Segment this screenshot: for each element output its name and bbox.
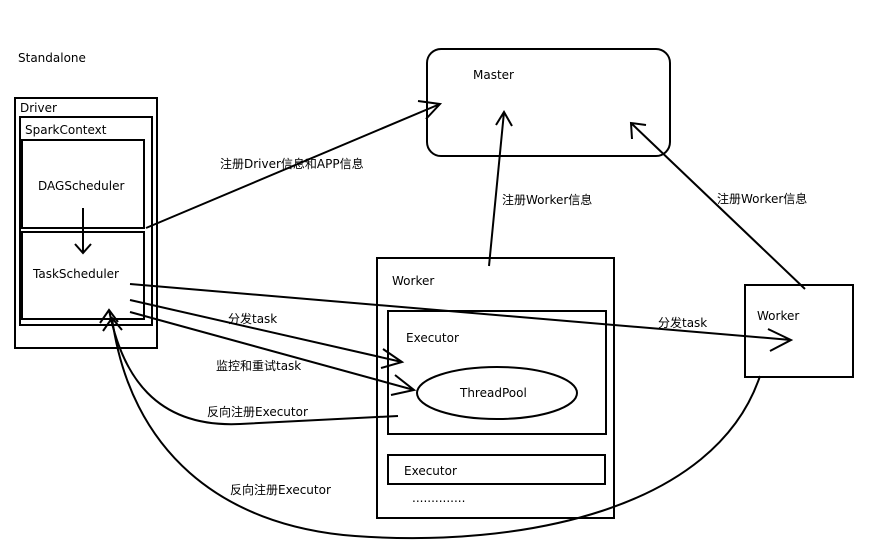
reverse-register-right-arrow	[102, 316, 761, 540]
executor-main-box	[387, 310, 607, 435]
dag-to-task-arrow	[74, 208, 92, 255]
executor-second-box	[387, 454, 606, 485]
driver-label: Driver	[20, 101, 57, 115]
register-driver-label: 注册Driver信息和APP信息	[220, 156, 364, 171]
register-worker-right-arrow	[629, 121, 806, 290]
spark-context-box	[19, 116, 153, 326]
dag-scheduler-label: DAGScheduler	[38, 179, 124, 193]
task-scheduler-label: TaskScheduler	[32, 267, 119, 281]
register-worker-main-label: 注册Worker信息	[502, 192, 592, 207]
executor-second-label: Executor	[404, 464, 457, 478]
worker-main-box	[376, 257, 615, 519]
thread-pool-ellipse	[416, 366, 578, 420]
register-worker-right-label: 注册Worker信息	[717, 191, 807, 206]
register-worker-main-arrow	[488, 110, 513, 267]
reverse-register-main-label: 反向注册Executor	[207, 404, 308, 419]
master-label: Master	[473, 68, 514, 82]
spark-context-label: SparkContext	[25, 123, 107, 137]
worker-right-label: Worker	[757, 309, 799, 323]
more-executors-ellipsis: ..............	[412, 491, 465, 505]
monitor-retry-arrow	[129, 311, 417, 396]
diagram-title: Standalone	[18, 51, 86, 65]
dispatch-task-right-label: 分发task	[658, 315, 707, 330]
worker-right-box	[744, 284, 854, 378]
executor-main-label: Executor	[406, 331, 459, 345]
master-box	[426, 48, 671, 157]
dispatch-task-main-label: 分发task	[228, 311, 277, 326]
dispatch-task-right-arrow	[129, 283, 794, 352]
reverse-register-right-label: 反向注册Executor	[230, 482, 331, 497]
thread-pool-label: ThreadPool	[459, 386, 527, 400]
dispatch-task-main-arrow	[129, 299, 405, 369]
monitor-retry-label: 监控和重试task	[216, 358, 301, 373]
register-driver-arrow	[145, 100, 443, 229]
worker-main-label: Worker	[392, 274, 434, 288]
